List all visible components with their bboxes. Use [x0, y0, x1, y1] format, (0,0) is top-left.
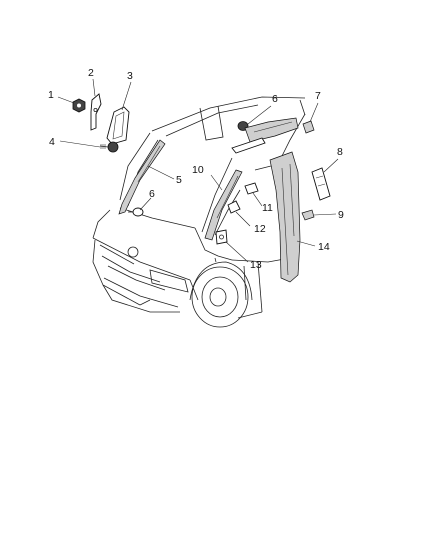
callout-6-lower: 6: [149, 188, 155, 200]
callout-4: 4: [49, 136, 55, 148]
callout-9: 9: [338, 209, 344, 221]
part-7-block: [302, 120, 315, 134]
callout-12: 12: [254, 223, 266, 235]
part-8-bracket: [311, 167, 331, 201]
part-13-plug: [215, 229, 228, 245]
callout-3: 3: [127, 70, 133, 82]
van-body-outline: [92, 96, 306, 328]
callout-1: 1: [48, 89, 54, 101]
part-6-clip-lower: [128, 207, 144, 217]
callout-13: 13: [250, 259, 262, 271]
part-2-bracket: [90, 93, 102, 131]
leader-lines: [57, 78, 339, 263]
part-5-a-pillar-trim: [118, 139, 166, 215]
part-14-b-pillar-trim: [269, 151, 301, 283]
part-3-cover: [106, 106, 130, 145]
part-4-screw: [99, 141, 119, 153]
roof-rail-trim: [231, 117, 299, 154]
part-10-inner-pillar-trim: [204, 169, 243, 241]
callout-14: 14: [318, 241, 330, 253]
part-9-clip: [301, 209, 315, 221]
part-12-bracket: [227, 200, 241, 214]
part-1-nut: [72, 98, 86, 113]
callout-10: 10: [192, 164, 204, 176]
callout-labels: 1 2 3 4 5 6 6 7 8 9 10 11 12 13 14: [48, 67, 344, 271]
callout-7: 7: [315, 90, 321, 102]
callout-2: 2: [88, 67, 94, 79]
callout-8: 8: [337, 146, 343, 158]
callout-6-upper: 6: [272, 93, 278, 105]
part-11-bracket: [244, 182, 259, 195]
callout-5: 5: [176, 174, 182, 186]
callout-11: 11: [262, 202, 273, 214]
